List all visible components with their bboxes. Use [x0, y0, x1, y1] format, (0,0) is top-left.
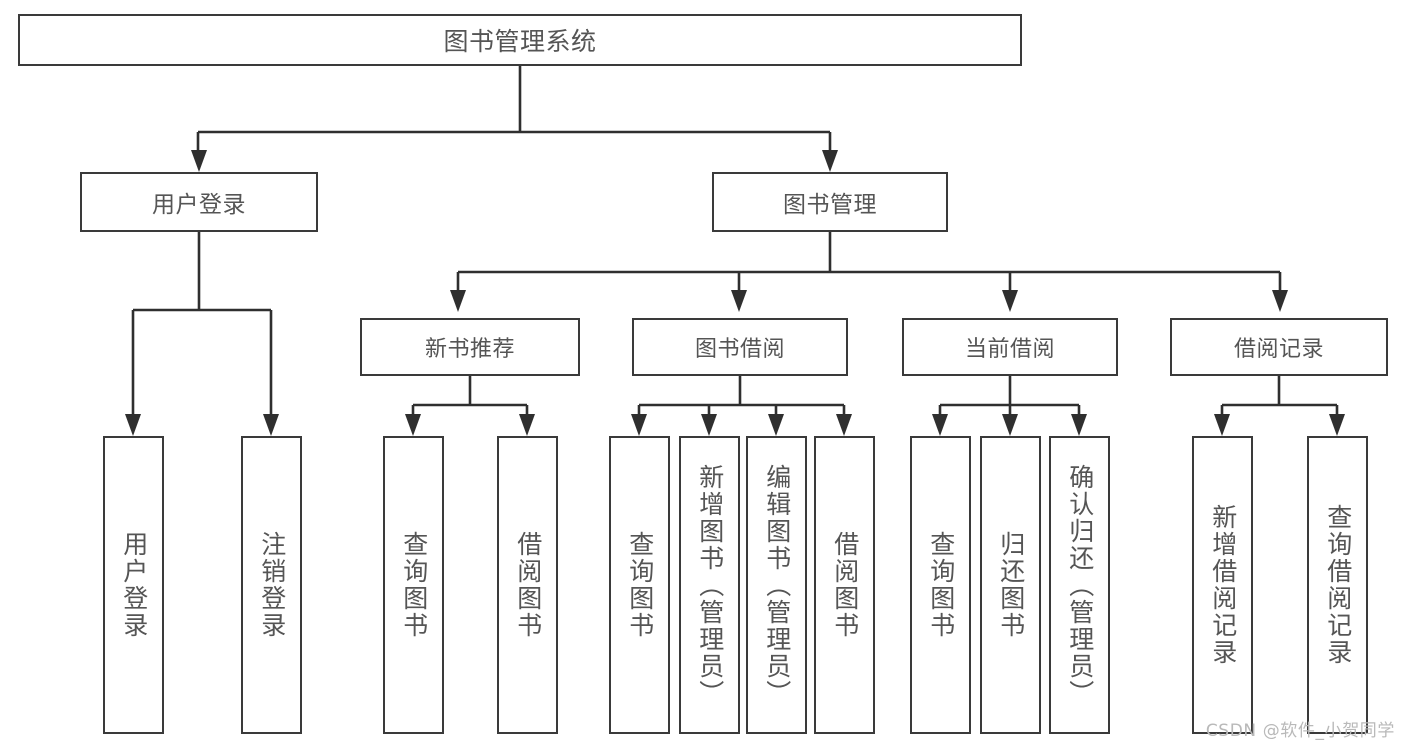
node-book-borrow[interactable]: 图书借阅: [632, 318, 848, 376]
node-label: 确认归还（管理员）: [1065, 463, 1095, 707]
node-label: 新书推荐: [424, 337, 515, 362]
node-label: 查询借阅记录: [1323, 504, 1353, 666]
node-label: 新增借阅记录: [1208, 504, 1238, 666]
node-user-login[interactable]: 用户登录: [80, 172, 318, 232]
leaf-current-borrow-query-book[interactable]: 查询图书: [910, 436, 971, 734]
node-label: 注销登录: [257, 531, 287, 639]
leaf-user-login-logout[interactable]: 注销登录: [241, 436, 302, 734]
leaf-borrow-record-query-record[interactable]: 查询借阅记录: [1307, 436, 1368, 734]
leaf-book-borrow-borrow-book[interactable]: 借阅图书: [814, 436, 875, 734]
leaf-book-borrow-query-book[interactable]: 查询图书: [609, 436, 670, 734]
node-current-borrow[interactable]: 当前借阅: [902, 318, 1118, 376]
node-book-management[interactable]: 图书管理: [712, 172, 948, 232]
node-root-book-management-system[interactable]: 图书管理系统: [18, 14, 1022, 66]
leaf-current-borrow-return-book[interactable]: 归还图书: [980, 436, 1041, 734]
leaf-new-book-query-book[interactable]: 查询图书: [383, 436, 444, 734]
node-label: 借阅记录: [1233, 337, 1324, 362]
node-label: 编辑图书（管理员）: [762, 463, 792, 707]
node-label: 查询图书: [399, 531, 429, 639]
node-label: 图书管理系统: [443, 27, 597, 56]
watermark: CSDN @软件_小贺同学: [1205, 721, 1395, 741]
node-label: 用户登录: [119, 531, 149, 639]
leaf-borrow-record-add-record[interactable]: 新增借阅记录: [1192, 436, 1253, 734]
node-label: 新增图书（管理员）: [695, 463, 725, 707]
node-new-book-recommend[interactable]: 新书推荐: [360, 318, 580, 376]
node-label: 归还图书: [996, 531, 1026, 639]
leaf-new-book-borrow-book[interactable]: 借阅图书: [497, 436, 558, 734]
leaf-book-borrow-edit-book-admin[interactable]: 编辑图书（管理员）: [746, 436, 807, 734]
node-label: 借阅图书: [830, 531, 860, 639]
node-label: 用户登录: [152, 192, 246, 218]
node-label: 当前借阅: [964, 337, 1055, 362]
node-label: 查询图书: [926, 531, 956, 639]
node-borrow-record[interactable]: 借阅记录: [1170, 318, 1388, 376]
node-label: 图书管理: [783, 192, 877, 218]
node-label: 借阅图书: [513, 531, 543, 639]
leaf-current-borrow-confirm-return-admin[interactable]: 确认归还（管理员）: [1049, 436, 1110, 734]
leaf-book-borrow-add-book-admin[interactable]: 新增图书（管理员）: [679, 436, 740, 734]
node-label: 查询图书: [625, 531, 655, 639]
leaf-user-login-login[interactable]: 用户登录: [103, 436, 164, 734]
node-label: 图书借阅: [694, 337, 785, 362]
